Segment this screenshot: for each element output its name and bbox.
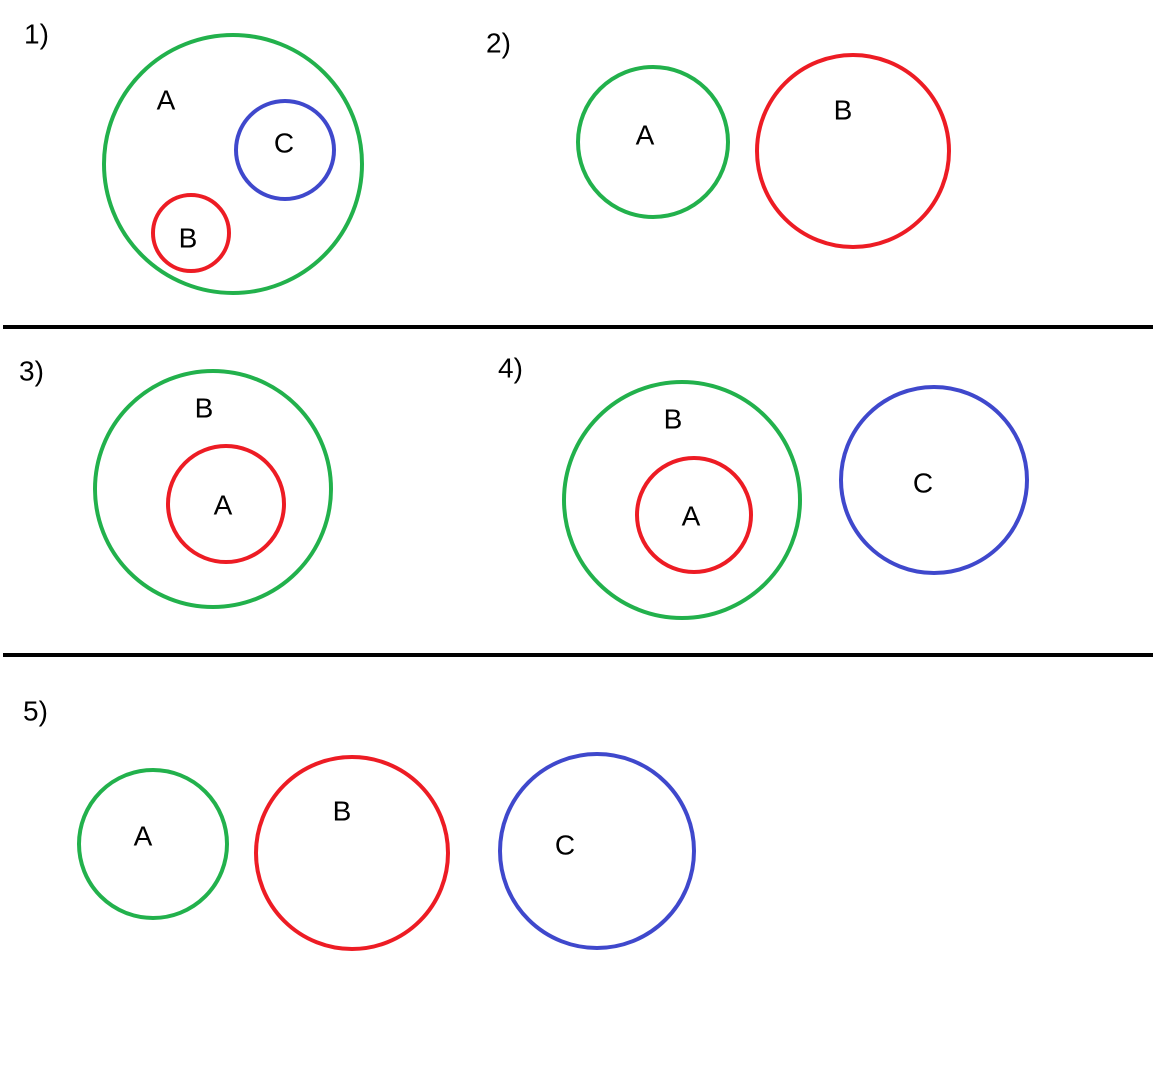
- panel-number: 4): [498, 352, 523, 383]
- circle-c-blue: [839, 385, 1029, 575]
- circle-b-red: [151, 193, 231, 273]
- panel-2: 2) A B: [486, 27, 951, 249]
- label-b: B: [834, 94, 853, 125]
- label-b: B: [333, 795, 352, 826]
- circle-b-red: [755, 53, 951, 249]
- panel-5: 5) A B C: [23, 695, 696, 951]
- circle-a-red: [166, 444, 286, 564]
- circle-c-blue: [234, 99, 336, 201]
- label-a: A: [682, 500, 701, 531]
- label-c: C: [555, 829, 575, 860]
- panel-1: 1) A C B: [24, 18, 364, 295]
- circle-b-red: [254, 755, 450, 951]
- panel-number: 3): [19, 355, 44, 386]
- panel-number: 2): [486, 27, 511, 58]
- label-a: A: [134, 820, 153, 851]
- panel-3: 3) B A: [19, 355, 333, 609]
- label-a: A: [636, 119, 655, 150]
- panel-number: 1): [24, 18, 49, 49]
- label-c: C: [274, 127, 294, 158]
- label-a: A: [214, 489, 233, 520]
- circle-b-green: [93, 369, 333, 609]
- panel-number: 5): [23, 695, 48, 726]
- label-b: B: [179, 222, 198, 253]
- circle-a-red: [635, 456, 753, 574]
- panel-4: 4) B A C: [498, 352, 1029, 620]
- label-b: B: [195, 392, 214, 423]
- label-b: B: [664, 403, 683, 434]
- circle-b-green: [562, 380, 802, 620]
- circle-a-green: [576, 65, 730, 219]
- label-c: C: [913, 467, 933, 498]
- circle-a-green: [102, 33, 364, 295]
- circle-c-blue: [498, 752, 696, 950]
- circle-a-green: [77, 768, 229, 920]
- label-a: A: [157, 84, 176, 115]
